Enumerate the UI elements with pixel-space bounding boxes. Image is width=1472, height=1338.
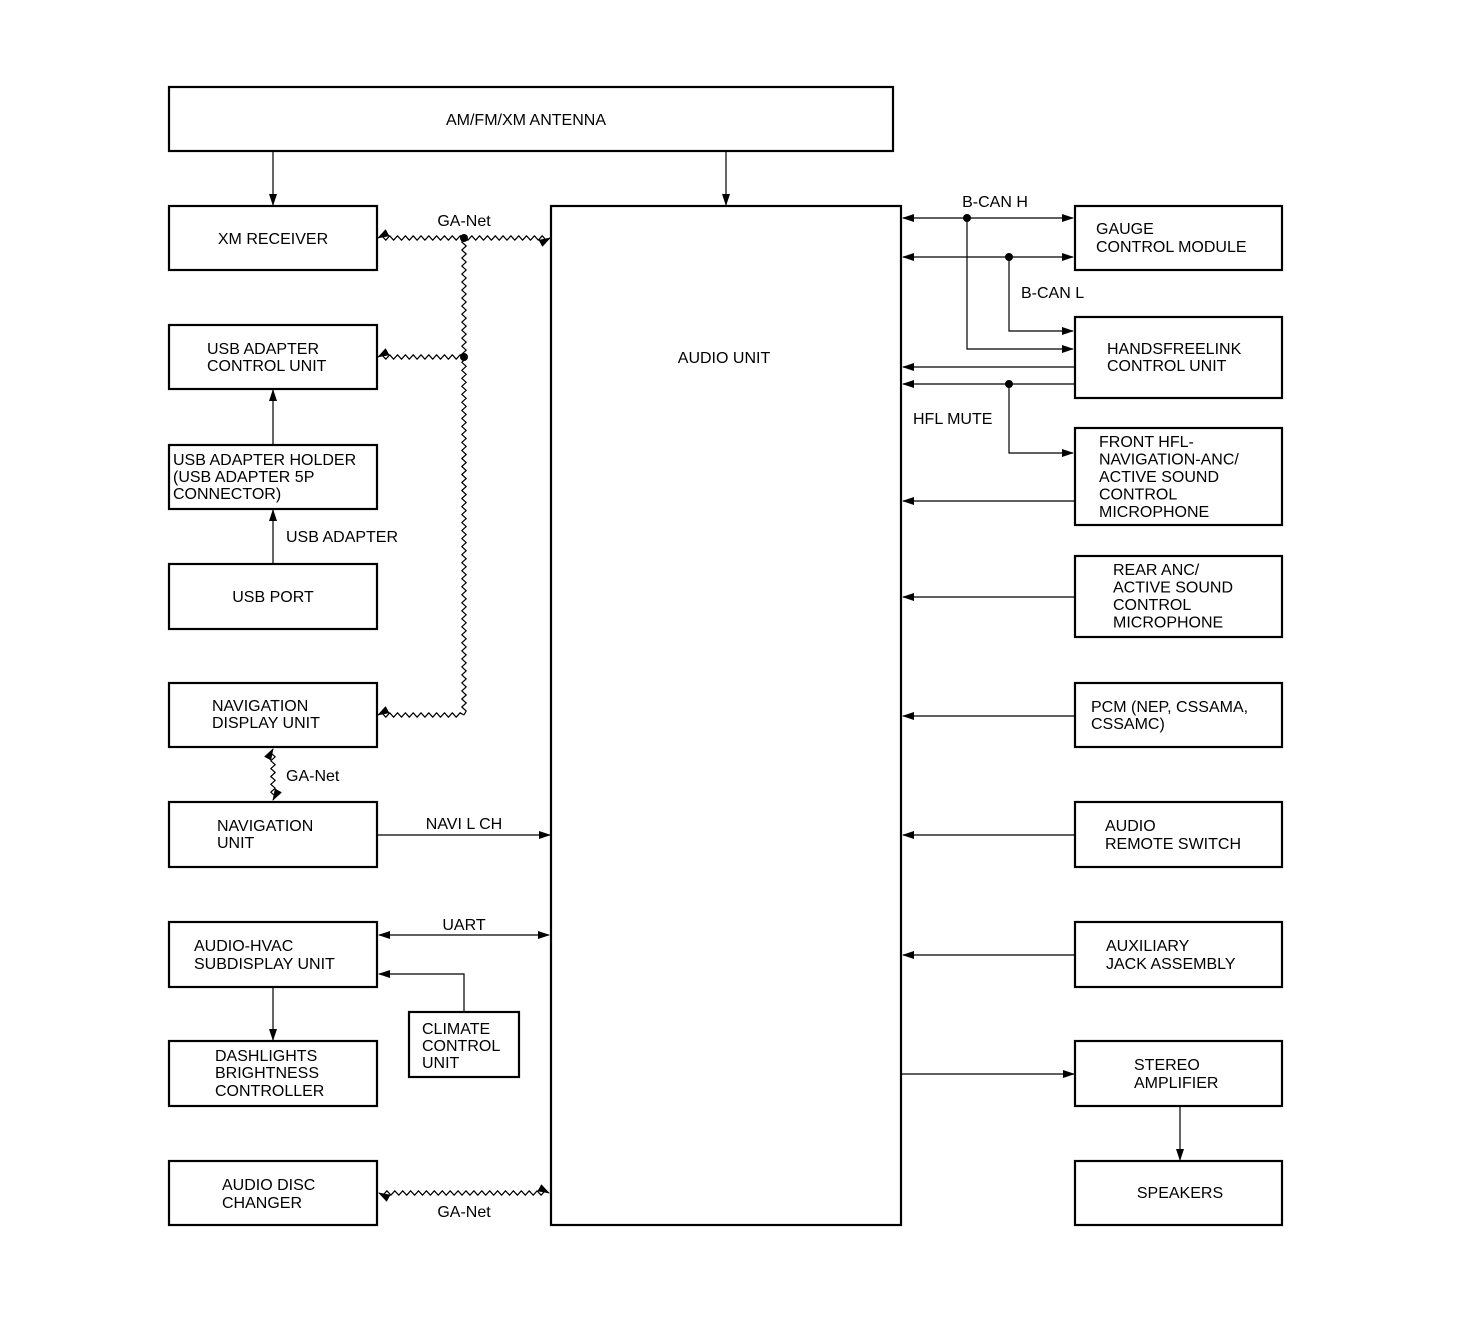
- xm-receiver-label: XM RECEIVER: [218, 231, 328, 248]
- audio-unit-block: [549, 204, 903, 1227]
- usb-adapter-holder-block: [167, 443, 379, 511]
- ga-net-junction-dot: [460, 234, 468, 242]
- audio-disc-changer-block: [167, 1159, 379, 1227]
- connections-layer: [264, 151, 1184, 1202]
- blocks-layer: [167, 85, 1284, 1227]
- b-can-h-to-hfl-line: [966, 218, 1074, 353]
- b-can-l-junction-dot: [1005, 253, 1013, 261]
- stereo-amplifier-block: [1073, 1039, 1284, 1108]
- ga-net-junction-dot: [460, 353, 468, 361]
- ga-net-audio-disc-changer-line: [378, 1184, 550, 1202]
- ga-net-navigation-label: GA-Net: [286, 768, 340, 785]
- usb-port-block: [167, 562, 379, 631]
- b-can-l-to-hfl-line: [1008, 257, 1074, 335]
- rear-microphone-block: [1073, 554, 1284, 639]
- speakers-block: [1073, 1159, 1284, 1227]
- connection-labels-layer: GA-Net GA-Net GA-Net USB ADAPTER NAVI L …: [286, 194, 1084, 1221]
- usb-port-label: USB PORT: [232, 589, 314, 606]
- climate-control-unit-block: [407, 1010, 521, 1079]
- block-text-layer: AM/FM/XM ANTENNA XM RECEIVER USB ADAPTER…: [173, 112, 1248, 1212]
- ga-net-bottom-label: GA-Net: [437, 1204, 491, 1221]
- hfl-mute-label: HFL MUTE: [913, 411, 992, 428]
- ga-net-top-label: GA-Net: [437, 213, 491, 230]
- navigation-display-unit-block: [167, 681, 379, 749]
- antenna-label: AM/FM/XM ANTENNA: [446, 112, 606, 129]
- dashlights-brightness-controller-block: [167, 1039, 379, 1108]
- ga-net-usb-adapter-line: [377, 348, 465, 360]
- ga-net-xm-receiver-line: [377, 229, 465, 241]
- ga-net-navigation-display-line: [377, 706, 465, 718]
- b-can-l-label: B-CAN L: [1021, 285, 1084, 302]
- ga-net-audio-unit-line: [463, 235, 551, 247]
- antenna-block: [167, 85, 895, 153]
- speakers-label: SPEAKERS: [1137, 1185, 1223, 1202]
- front-microphone-block: [1073, 426, 1284, 527]
- navi-l-ch-label: NAVI L CH: [426, 816, 502, 833]
- gauge-control-module-block: [1073, 204, 1284, 272]
- usb-adapter-label: USB ADAPTER: [286, 529, 398, 546]
- uart-label: UART: [442, 917, 485, 934]
- handsfreelink-control-unit-block: [1073, 315, 1284, 400]
- hfl-mute-to-front-mic-line: [1008, 384, 1074, 457]
- navigation-unit-block: [167, 800, 379, 869]
- pcm-label: PCM (NEP, CSSAMA,CSSAMC): [1091, 699, 1248, 733]
- xm-receiver-block: [167, 204, 379, 272]
- b-can-h-label: B-CAN H: [962, 194, 1028, 211]
- audio-unit-label: AUDIO UNIT: [678, 350, 771, 367]
- hfl-mute-junction-dot: [1005, 380, 1013, 388]
- b-can-h-junction-dot: [963, 214, 971, 222]
- climate-to-hvac-line: [378, 970, 465, 1012]
- ga-net-navigation-unit-line: [264, 748, 282, 801]
- audio-hvac-subdisplay-unit-block: [167, 920, 379, 989]
- pcm-block: [1073, 681, 1284, 749]
- ga-net-bus-vertical-line: [461, 237, 467, 716]
